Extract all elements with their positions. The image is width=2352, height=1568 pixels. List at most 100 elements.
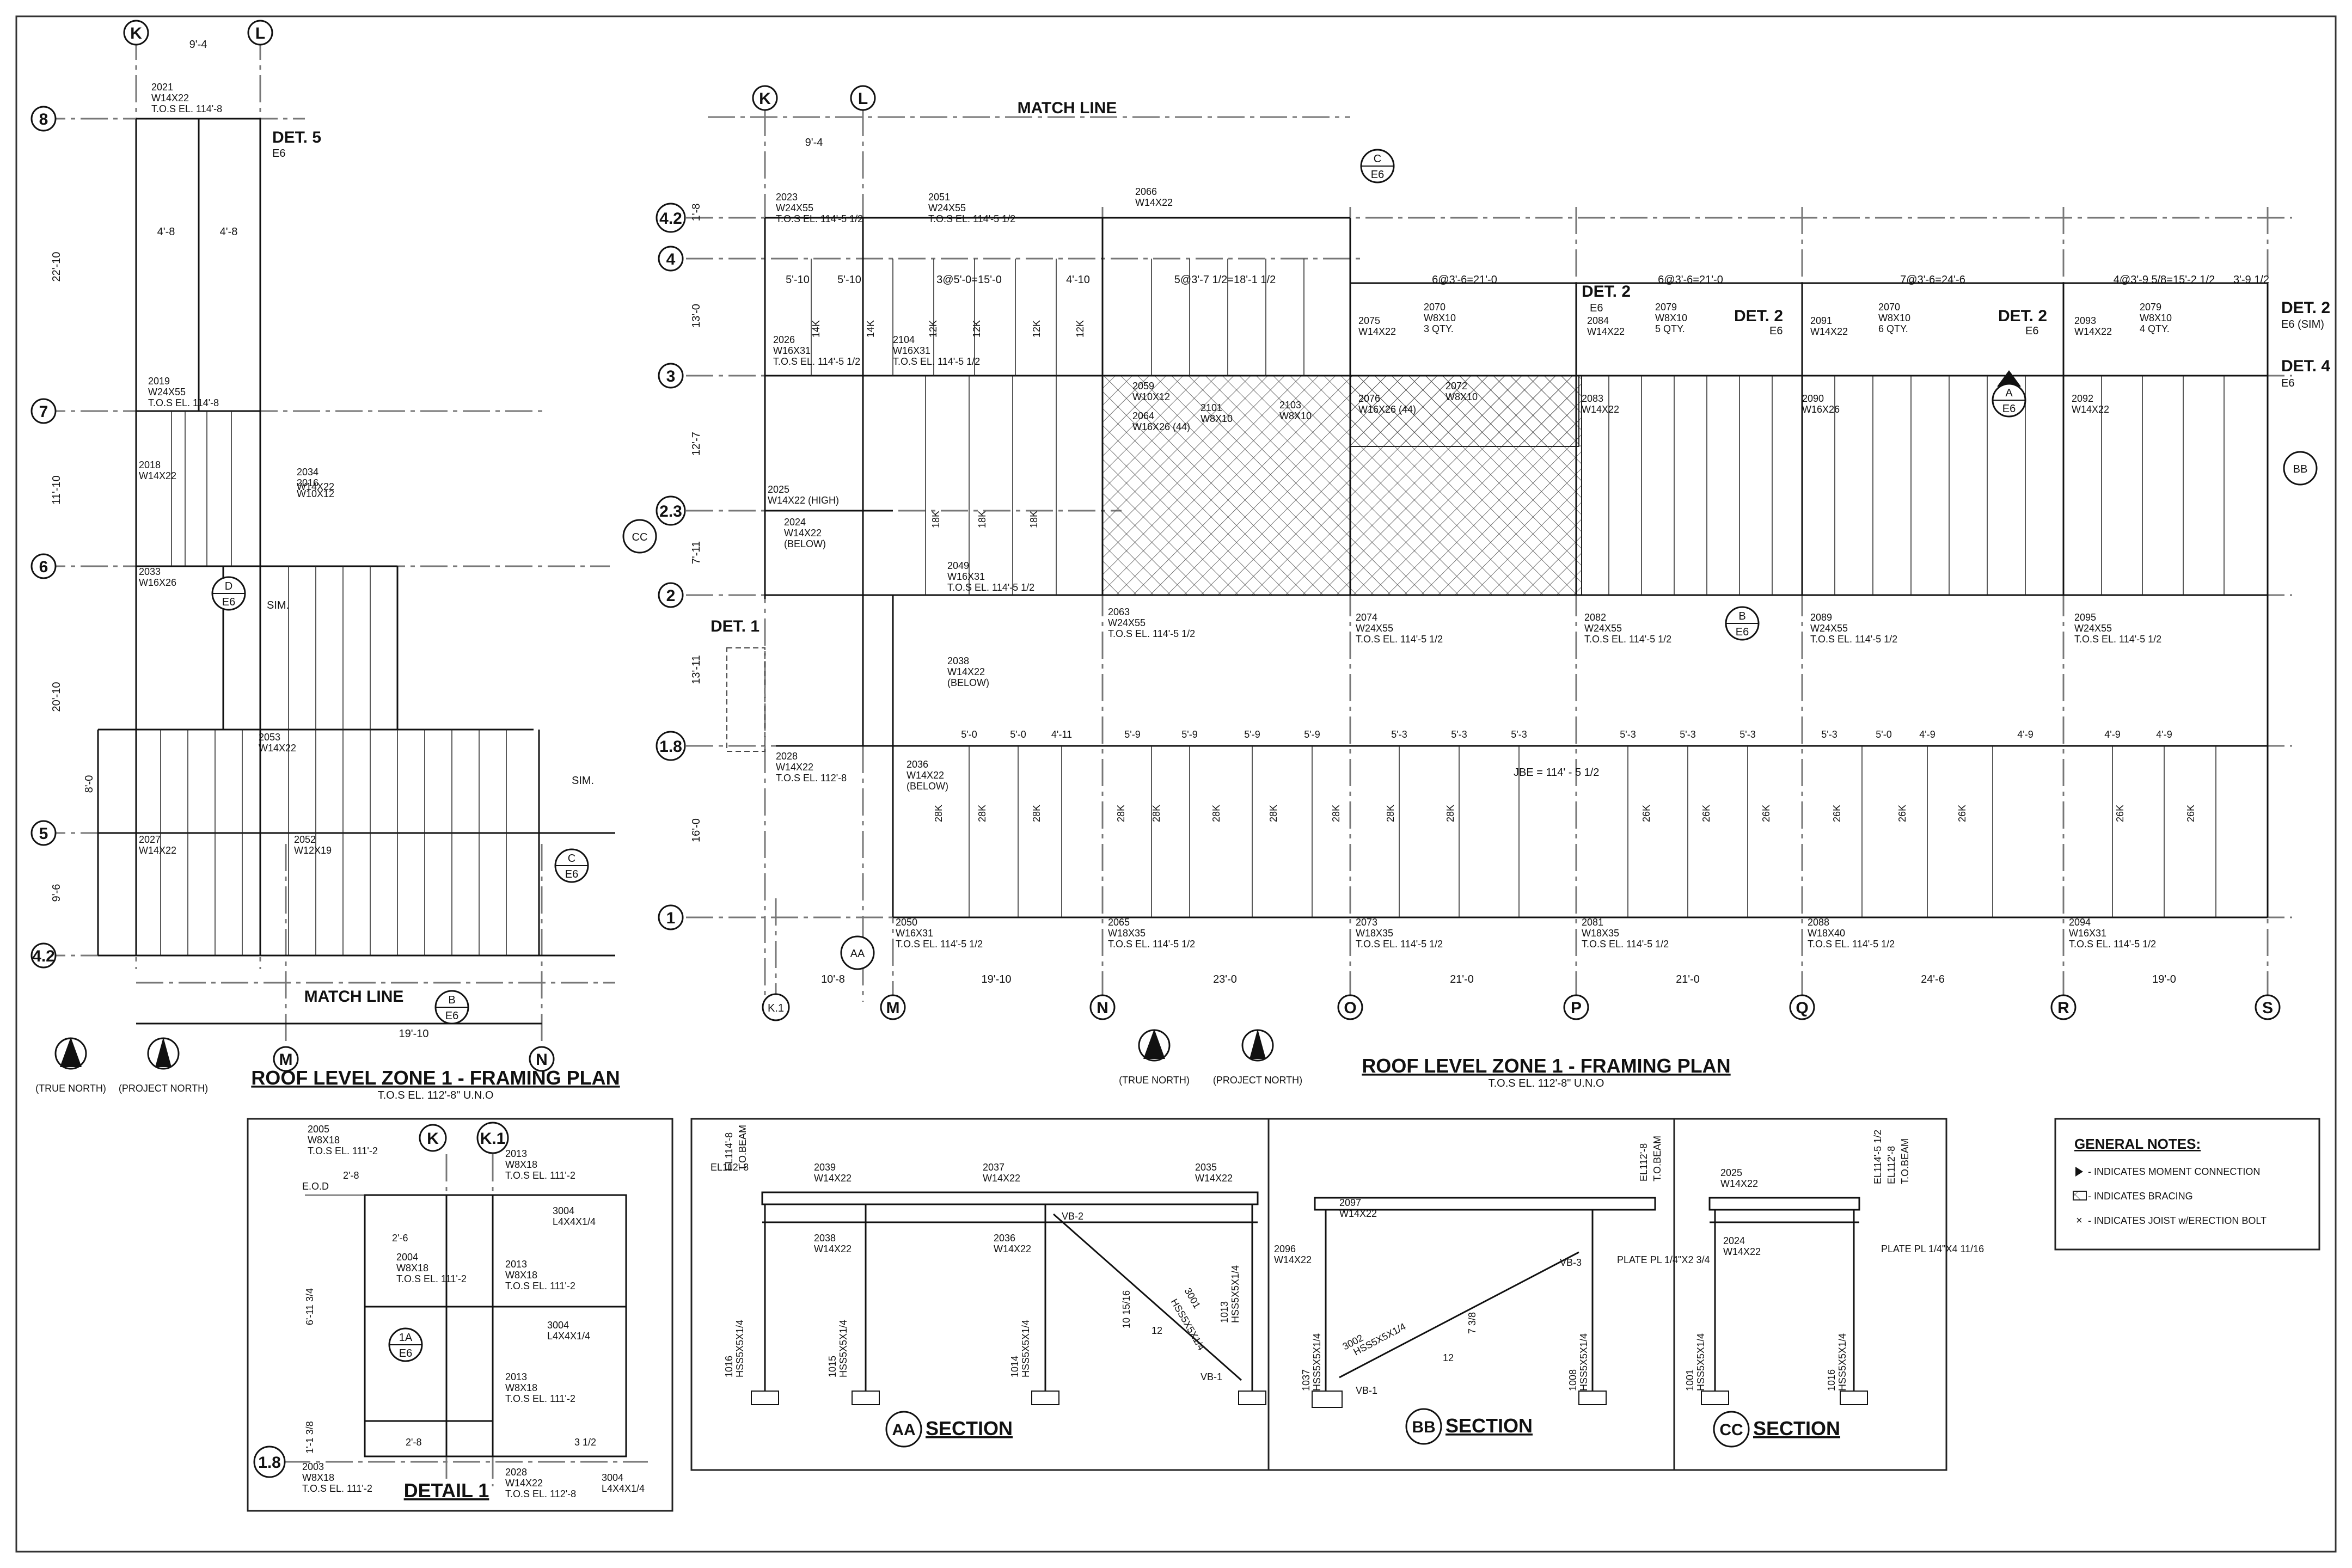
bracing-area bbox=[1350, 375, 1579, 447]
eod-label: E.O.D bbox=[302, 1181, 329, 1192]
general-notes-panel: GENERAL NOTES: - INDICATES MOMENT CONNEC… bbox=[2054, 1118, 2320, 1251]
svg-text:T.O.S EL. 114'-8: T.O.S EL. 114'-8 bbox=[148, 397, 219, 408]
dimension-label: 4'-10 bbox=[1066, 274, 1090, 286]
dimension-label: 13'-0 bbox=[690, 304, 702, 328]
svg-text:W12X19: W12X19 bbox=[294, 845, 332, 856]
detail-framing bbox=[305, 1194, 627, 1457]
svg-text:2021: 2021 bbox=[151, 82, 173, 93]
member-size: W16X31 bbox=[893, 345, 930, 356]
member-elevation: 5 QTY. bbox=[1655, 323, 1685, 334]
project-north-icon: (PROJECT NORTH) bbox=[1213, 1029, 1302, 1086]
svg-text:W14X22: W14X22 bbox=[139, 470, 176, 481]
member-mark: 2025 bbox=[768, 484, 789, 495]
svg-text:2027: 2027 bbox=[139, 834, 161, 845]
joist-designation: 14K bbox=[811, 320, 822, 338]
dimension-label: 22'-10 bbox=[51, 252, 63, 282]
svg-text:E6: E6 bbox=[1736, 626, 1749, 638]
dimension-label: 7@3'-6=24'-6 bbox=[1900, 274, 1965, 286]
dimension-label: 2'-8 bbox=[343, 1170, 359, 1181]
svg-text:W14X22: W14X22 bbox=[139, 845, 176, 856]
project-north-icon: (PROJECT NORTH) bbox=[119, 1037, 208, 1094]
dimension-label: 5'-3 bbox=[1739, 729, 1755, 740]
column-mark: 1015 bbox=[827, 1356, 838, 1377]
grid-bubble-k1: K.1 bbox=[762, 993, 790, 1021]
dimension-label: 5'-10 bbox=[837, 274, 861, 286]
dimension-label: 19'-10 bbox=[982, 973, 1012, 985]
member-size: W14X22 bbox=[776, 762, 813, 773]
slope-label: 12 bbox=[1443, 1352, 1454, 1363]
svg-text:N: N bbox=[1097, 999, 1108, 1017]
member-size: W24X55 bbox=[1810, 623, 1848, 634]
svg-text:E6: E6 bbox=[222, 596, 235, 608]
member-size: W8X10 bbox=[1279, 411, 1312, 421]
dimension-label: 9'-4 bbox=[189, 39, 207, 51]
svg-text:(PROJECT NORTH): (PROJECT NORTH) bbox=[119, 1083, 208, 1094]
member-elevation: 3 QTY. bbox=[1424, 323, 1454, 334]
member-size: W24X55 bbox=[1584, 623, 1622, 634]
member-size: W24X55 bbox=[1356, 623, 1393, 634]
svg-text:2016: 2016 bbox=[297, 477, 318, 488]
column-mark: 1008 bbox=[1567, 1369, 1578, 1391]
member-elevation: T.O.S EL. 114'-5 1/2 bbox=[893, 356, 980, 367]
member-label: 2016 W10X12 bbox=[297, 477, 334, 499]
svg-text:E6: E6 bbox=[2002, 403, 2016, 415]
member-elevation: (BELOW) bbox=[906, 781, 948, 792]
dimension-label: 8'-0 bbox=[83, 775, 95, 793]
svg-text:6: 6 bbox=[39, 558, 48, 576]
grid-bubble-1: 1 bbox=[658, 904, 684, 930]
dimension-label: 5'-9 bbox=[1124, 729, 1140, 740]
member-size: W16X31 bbox=[896, 928, 933, 939]
member-mark: 2073 bbox=[1356, 917, 1377, 928]
svg-text:E6: E6 bbox=[399, 1347, 412, 1359]
member-elevation: (BELOW) bbox=[947, 677, 989, 688]
svg-text:A: A bbox=[2005, 387, 2013, 399]
beam-outline bbox=[136, 118, 261, 955]
svg-text:E6: E6 bbox=[1590, 302, 1603, 314]
svg-text:DET. 2: DET. 2 bbox=[2281, 299, 2330, 317]
joist-designation: 12K bbox=[1031, 320, 1042, 338]
column-mark: 1037 bbox=[1301, 1369, 1312, 1391]
member-size: W8X10 bbox=[1200, 413, 1233, 424]
member-elevation: T.O.S EL. 111'-2 bbox=[302, 1483, 372, 1494]
svg-text:DET. 4: DET. 4 bbox=[2281, 357, 2330, 375]
member-size: W8X18 bbox=[505, 1270, 537, 1281]
svg-text:BB: BB bbox=[2293, 463, 2308, 475]
member-mark: 2063 bbox=[1108, 607, 1130, 617]
dimension-label: 5'-3 bbox=[1821, 729, 1837, 740]
member-elevation: T.O.S EL. 111'-2 bbox=[505, 1170, 575, 1181]
member-elevation: (BELOW) bbox=[784, 538, 826, 549]
member-mark: 2064 bbox=[1132, 411, 1154, 421]
member-mark: 2026 bbox=[773, 334, 795, 345]
beam-mark: 2039 bbox=[814, 1162, 836, 1173]
slope-label: 12 bbox=[1152, 1325, 1162, 1336]
svg-text:2019: 2019 bbox=[148, 376, 170, 387]
grid-bubble-8: 8 bbox=[30, 106, 57, 132]
grid-bubble-4: 4 bbox=[658, 246, 684, 272]
grid-bubble-s: S bbox=[2255, 994, 2281, 1020]
elevation-label: T.O.BEAM bbox=[737, 1125, 748, 1171]
member-mark: 3004 bbox=[553, 1205, 574, 1216]
svg-text:DET. 2: DET. 2 bbox=[1582, 283, 1631, 301]
column-mark: 1001 bbox=[1685, 1369, 1695, 1391]
svg-text:W14X22: W14X22 bbox=[297, 481, 334, 492]
svg-text:K: K bbox=[427, 1130, 439, 1148]
svg-text:CC: CC bbox=[632, 531, 648, 543]
member-size: W8X10 bbox=[1655, 313, 1687, 323]
member-size: W14X22 bbox=[1582, 404, 1619, 415]
member-size: W14X22 bbox=[505, 1478, 543, 1489]
member-size: W24X55 bbox=[776, 203, 813, 213]
dimension-label: 5'-9 bbox=[1181, 729, 1197, 740]
elevation-label: EL114'-5 1/2 bbox=[1872, 1130, 1883, 1184]
joist-designation: 26K bbox=[1641, 805, 1652, 822]
